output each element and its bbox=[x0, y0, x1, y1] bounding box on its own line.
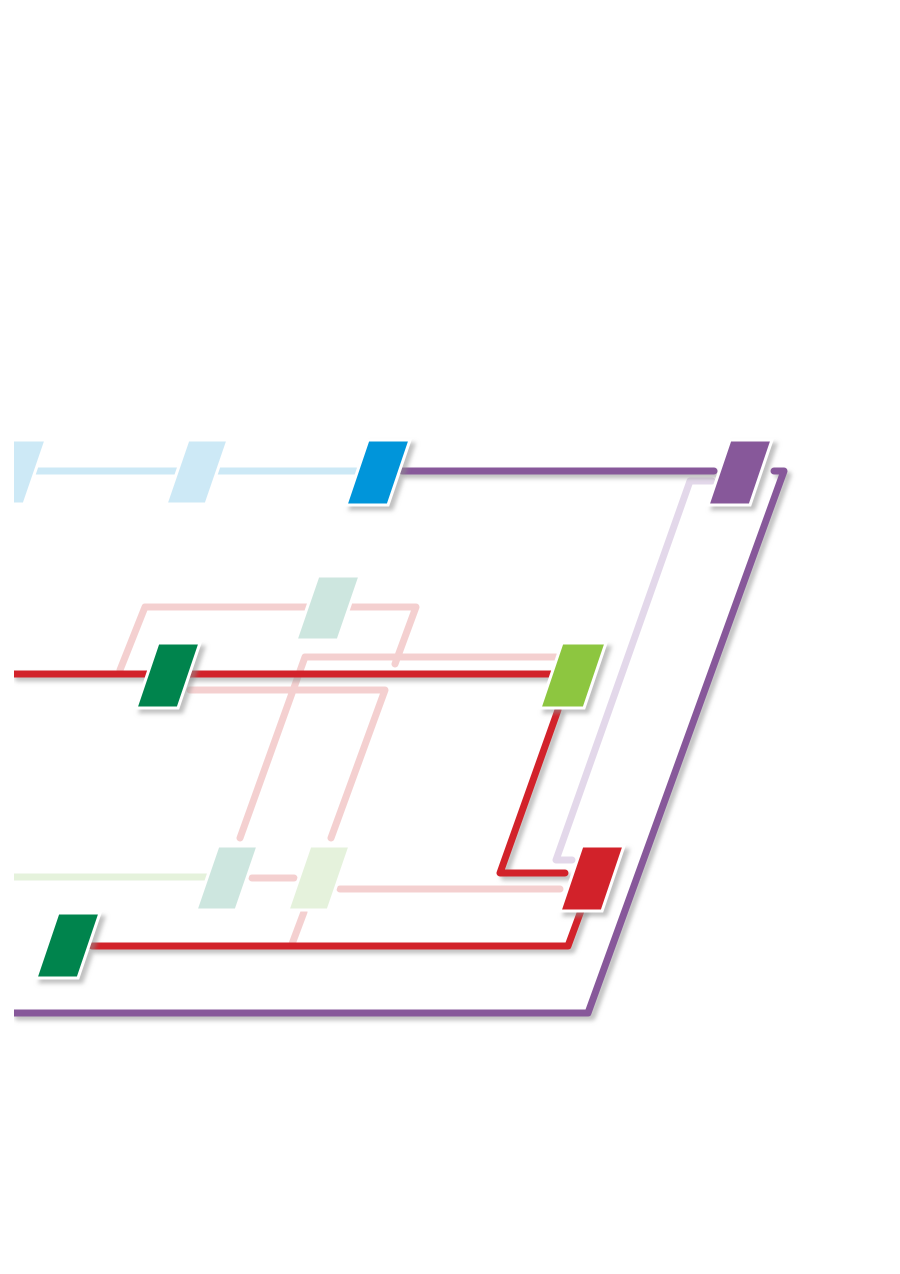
connector-red-loop bbox=[496, 706, 569, 877]
faded-connectors bbox=[14, 467, 716, 948]
marker-dark-green-faded-2 bbox=[193, 844, 261, 912]
marker-dark-green-faded-1 bbox=[293, 574, 363, 642]
connector-red-bottom bbox=[88, 904, 586, 950]
marker-dark-green-2 bbox=[33, 911, 103, 980]
marker-red bbox=[557, 844, 627, 913]
marker-light-green bbox=[537, 641, 609, 710]
marker-dark-green-1 bbox=[133, 641, 203, 710]
connector-purple-faded bbox=[552, 477, 716, 864]
marker-blue bbox=[343, 438, 413, 507]
bold-connectors bbox=[14, 467, 788, 1017]
connector-red-faded-1 bbox=[116, 603, 420, 674]
connector-red-faded-6 bbox=[288, 908, 308, 948]
bold-markers bbox=[33, 438, 775, 980]
connector-red-faded-2 bbox=[236, 653, 560, 842]
marker-light-blue-faded-1 bbox=[14, 438, 49, 506]
connector-red-faded-3 bbox=[186, 686, 389, 842]
connector-purple-outer bbox=[14, 467, 788, 1017]
marker-light-green-faded bbox=[285, 844, 353, 912]
marker-purple bbox=[705, 438, 775, 507]
marker-light-blue-faded-2 bbox=[163, 438, 231, 506]
faded-markers bbox=[14, 438, 363, 912]
